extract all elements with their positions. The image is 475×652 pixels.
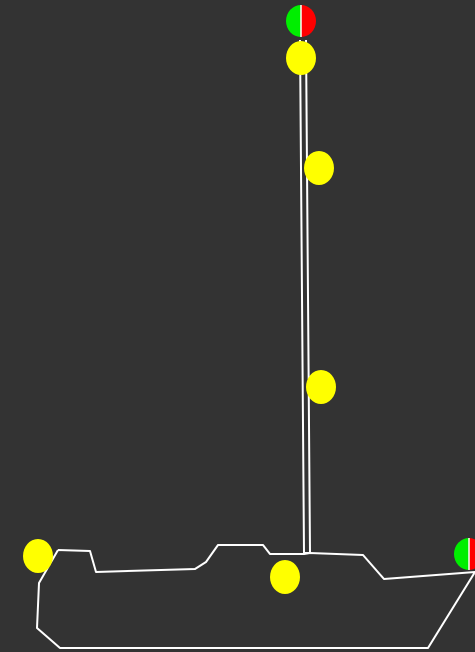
deck-light[interactable]	[306, 370, 336, 404]
cockpit-light[interactable]	[270, 560, 300, 594]
mast-outline	[300, 40, 310, 553]
masthead-tricolor-light[interactable]	[286, 5, 316, 37]
bow-starboard-half	[454, 538, 469, 570]
steaming-light[interactable]	[304, 151, 334, 185]
hull	[37, 545, 475, 648]
mast	[300, 40, 310, 553]
masthead-starboard-half	[286, 5, 301, 37]
anchor-light[interactable]	[286, 41, 316, 75]
masthead-port-half	[301, 5, 316, 37]
stern-light[interactable]	[23, 539, 53, 573]
hull-outline	[37, 545, 475, 648]
bow-port-half	[469, 538, 475, 570]
bow-sidelights[interactable]	[454, 538, 475, 570]
